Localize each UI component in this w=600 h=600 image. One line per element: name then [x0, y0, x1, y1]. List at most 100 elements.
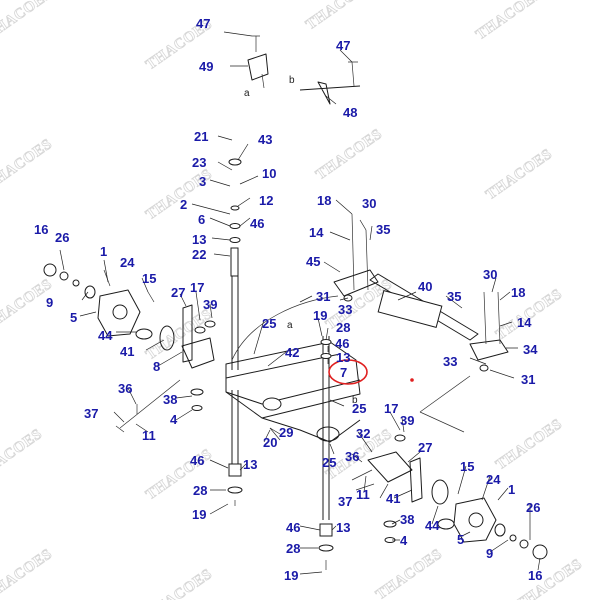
- callout-21: 21: [194, 129, 208, 144]
- rods-18-30: [351, 213, 369, 291]
- callout-17b: 17: [384, 401, 398, 416]
- callout-labels: 47 49 47 48 21 43 23 10 3 12 2 6 46 13 2…: [34, 16, 542, 583]
- callout-37b: 37: [338, 494, 352, 509]
- beam-boss-left: [262, 397, 282, 411]
- callout-45: 45: [306, 254, 320, 269]
- watermark-text: THACOES: [483, 146, 555, 203]
- callout-42: 42: [285, 345, 299, 360]
- callout-36b: 36: [345, 449, 359, 464]
- tie-rod-37-left: [115, 379, 181, 433]
- washer-28-right: [318, 544, 334, 552]
- watermark-text: THACOES: [313, 126, 385, 183]
- callout-11a: 11: [142, 428, 156, 443]
- highlight-dot: [410, 378, 414, 382]
- left-shaft: [231, 276, 239, 370]
- callout-33a: 33: [338, 302, 352, 317]
- knuckle-right: [367, 451, 413, 483]
- callout-19c: 19: [284, 568, 298, 583]
- watermark-text: THACOES: [0, 0, 55, 43]
- callout-44a: 44: [98, 328, 113, 343]
- bracket-27-left: [182, 304, 193, 363]
- bolt-47-shape: [252, 35, 260, 52]
- callout-25b: 25: [352, 401, 366, 416]
- callout-27b: 27: [418, 440, 432, 455]
- washer-39-left: [204, 320, 216, 328]
- beam-boss-right: [316, 426, 340, 442]
- link-45: [333, 269, 379, 297]
- callout-29: 29: [279, 425, 293, 440]
- callout-33b: 33: [443, 354, 457, 369]
- callout-1b: 1: [508, 482, 515, 497]
- callout-3: 3: [199, 174, 206, 189]
- callout-27a: 27: [171, 285, 185, 300]
- hub-24-bore: [112, 304, 128, 320]
- watermark-text: THACOES: [373, 546, 445, 600]
- callout-8: 8: [153, 359, 160, 374]
- watermark-layer: THACOES THACOES THACOES THACOES THACOES THACO…: [0, 0, 586, 600]
- bolt-20-29: [269, 427, 281, 441]
- callout-35b: 35: [447, 289, 461, 304]
- callout-46b: 46: [335, 336, 349, 351]
- callout-13c: 13: [243, 457, 257, 472]
- watermark-text: THACOES: [513, 556, 585, 600]
- bracket-27-right: [409, 457, 423, 503]
- right-shaft: [322, 336, 330, 520]
- bracket-49-shape: [247, 53, 269, 81]
- washer-17-left: [194, 326, 206, 334]
- seal-26-right: [519, 539, 529, 549]
- bearing-44-right: [437, 518, 455, 530]
- callout-20: 20: [263, 435, 277, 450]
- callout-25a: 25: [262, 316, 276, 331]
- washer-46-top: [320, 353, 332, 359]
- nut-5-right: [494, 523, 506, 537]
- callout-19b: 19: [192, 507, 206, 522]
- callout-41b: 41: [386, 491, 400, 506]
- callout-7-highlighted: 7: [340, 365, 347, 380]
- seal-26-left: [59, 271, 69, 281]
- beam-42-mid: [225, 353, 341, 379]
- bearing-44-left: [135, 328, 153, 340]
- washer-38-right: [383, 520, 397, 528]
- callout-36a: 36: [118, 381, 132, 396]
- washer-43: [228, 158, 242, 166]
- callout-31b: 31: [521, 372, 535, 387]
- callout-11b: 11: [356, 487, 370, 502]
- washer-38-left: [190, 388, 204, 396]
- callout-34: 34: [523, 342, 538, 357]
- callout-9b: 9: [486, 546, 493, 561]
- callout-19a: 19: [313, 308, 327, 323]
- callout-46d: 46: [286, 520, 300, 535]
- callout-28a: 28: [336, 320, 350, 335]
- drawing-lines: [43, 35, 548, 570]
- callout-43: 43: [258, 132, 272, 147]
- callout-30b: 30: [483, 267, 497, 282]
- pin-48-shape: [299, 81, 361, 105]
- rods-30-right: [483, 291, 501, 345]
- callout-46a: 46: [250, 216, 264, 231]
- cylinder-40: [377, 289, 443, 329]
- callout-40: 40: [418, 279, 432, 294]
- callout-15b: 15: [460, 459, 474, 474]
- callout-9a: 9: [46, 295, 53, 310]
- view-letters: a b a b: [244, 75, 358, 406]
- callout-13d: 13: [336, 520, 350, 535]
- beam-42-edge: [225, 379, 361, 405]
- callout-4b: 4: [400, 533, 408, 548]
- cap-16-right: [532, 544, 548, 560]
- bolt-47b-shape: [348, 61, 358, 87]
- callout-2: 2: [180, 197, 187, 212]
- callout-41a: 41: [120, 344, 134, 359]
- callout-25c: 25: [322, 455, 336, 470]
- line-31-left: [231, 295, 339, 361]
- washer-9-left: [72, 279, 80, 287]
- callout-32: 32: [356, 426, 370, 441]
- callout-1a: 1: [100, 244, 107, 259]
- watermark-text: THACOES: [143, 306, 215, 363]
- callout-38b: 38: [400, 512, 414, 527]
- callout-22: 22: [192, 247, 206, 262]
- callout-35a: 35: [376, 222, 390, 237]
- callout-39b: 39: [400, 413, 414, 428]
- link-34: [469, 339, 509, 361]
